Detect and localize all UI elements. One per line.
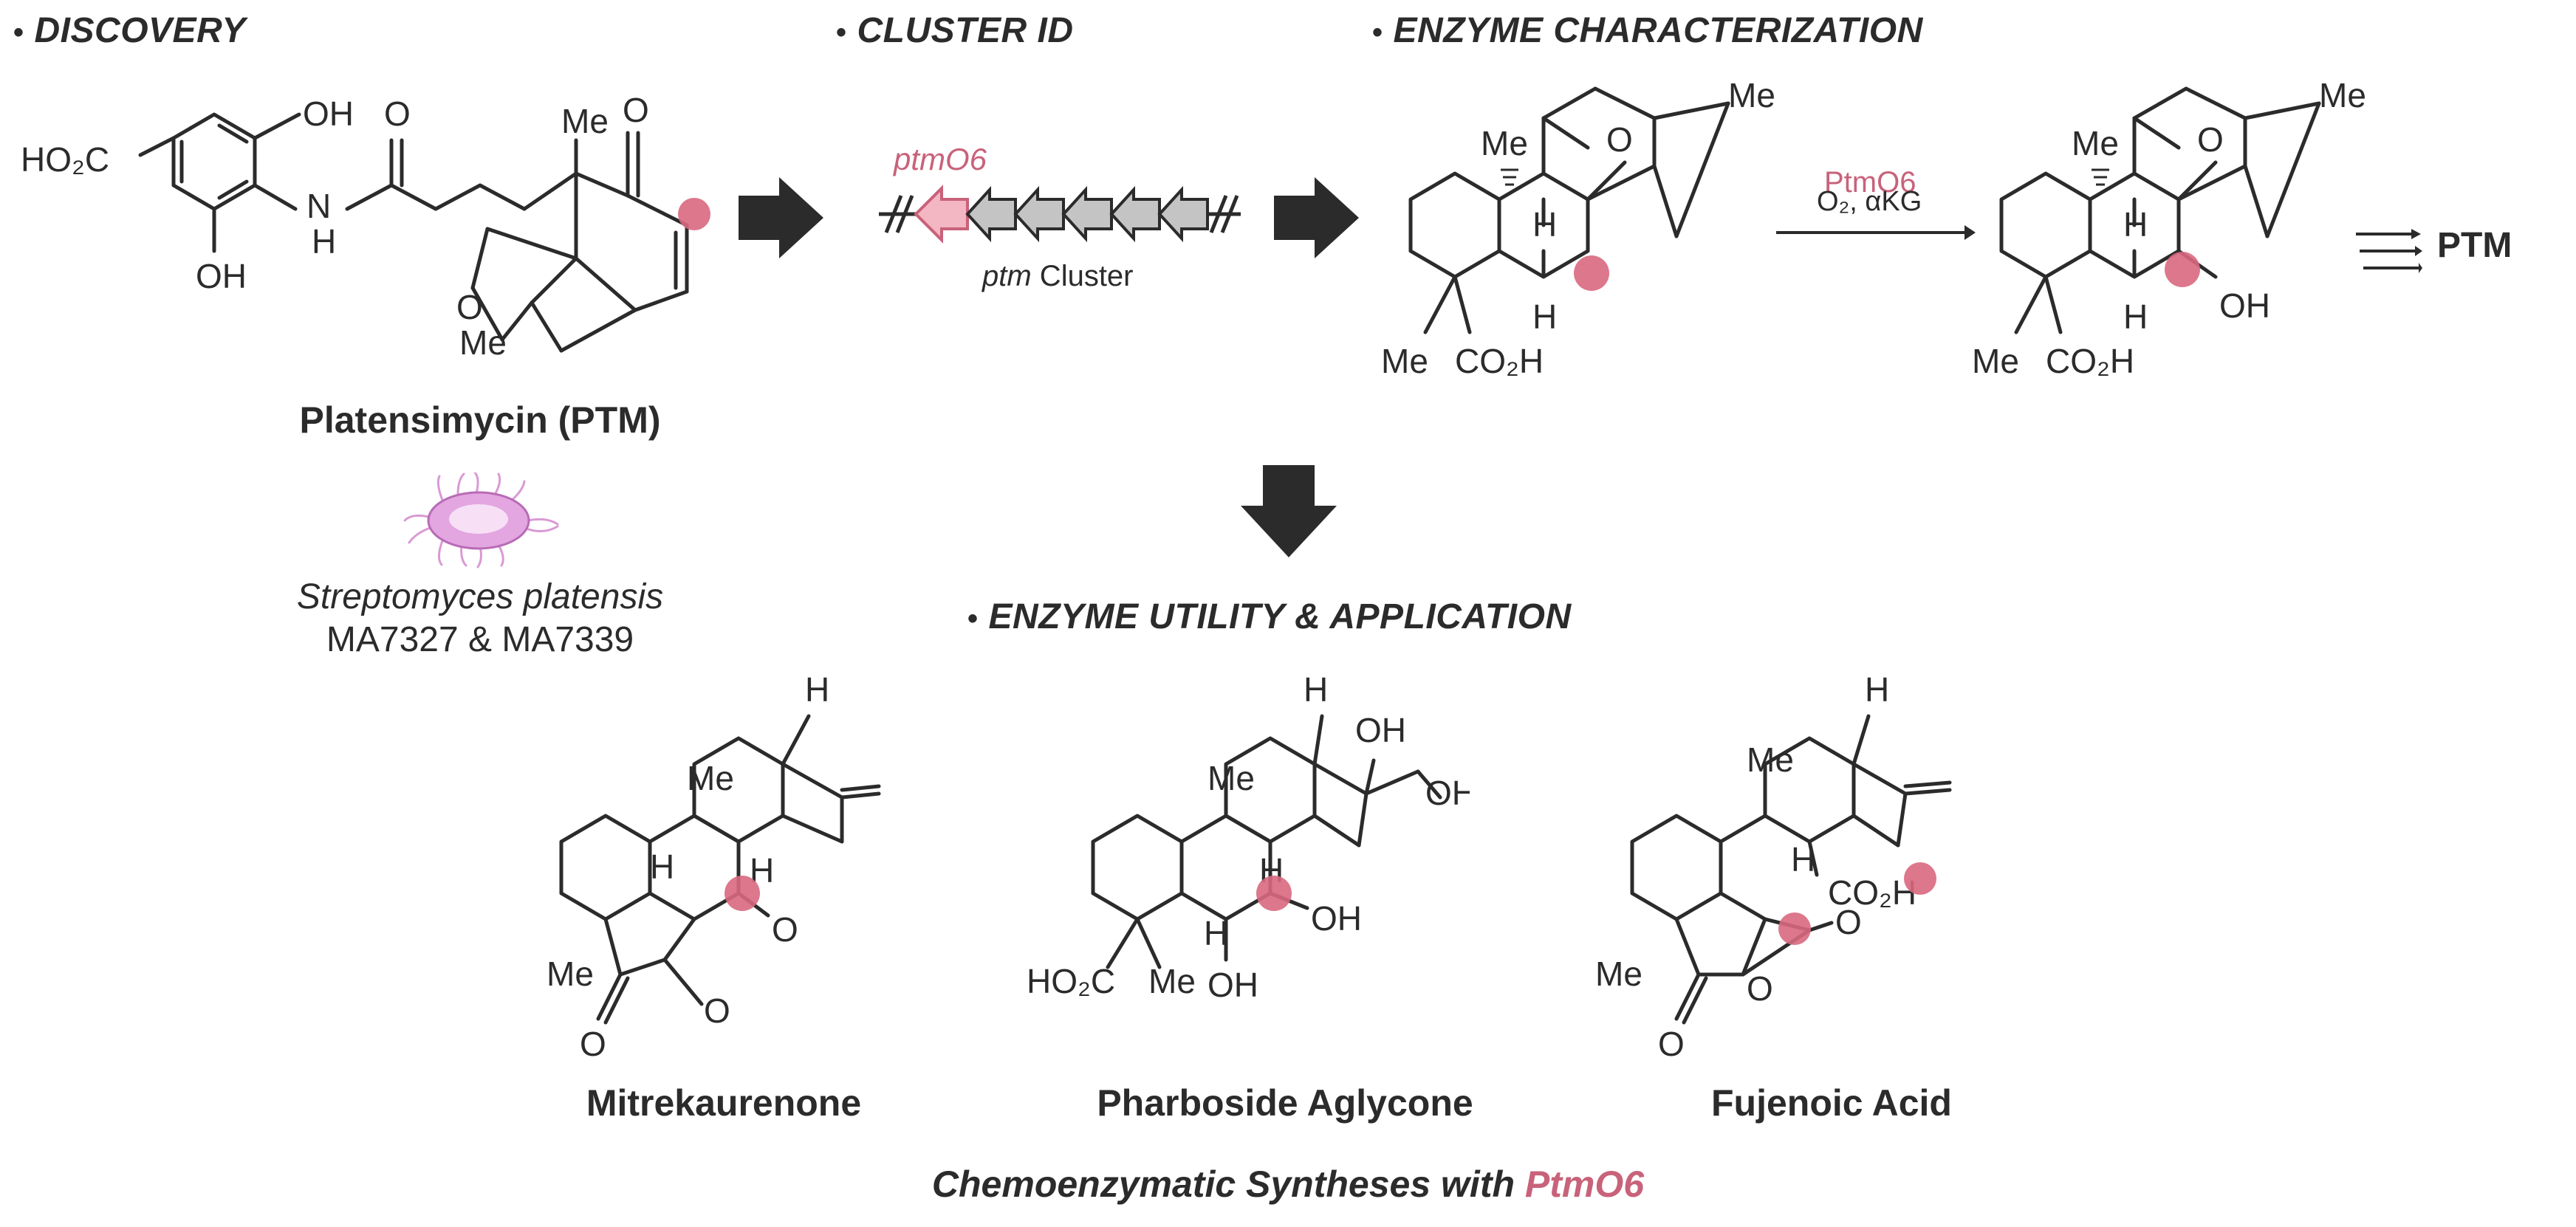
atom-oh-bottom: OH [196,257,247,295]
atom-ho2c: HO₂C [1027,962,1115,1000]
highlight-dot [1778,912,1811,945]
atom-me-bottom: Me [547,955,594,993]
atom-me-bottom: Me [459,323,507,362]
atom-o-ether: O [1606,120,1633,159]
atom-o-ketone: O [772,910,798,949]
reaction-conditions: O₂, αKG [1817,186,1922,217]
atom-oh-side: OH [1425,774,1470,812]
atom-me-bridge: Me [2319,76,2366,114]
gene-arrow [965,185,1017,243]
atom-o-ring: O [1747,969,1773,1008]
atom-me-bottom: Me [1381,342,1428,380]
fujenoic-acid-structure: H Me H CO₂H O Me O O [1595,670,1952,1063]
substrate-structure: Me Me O H H Me CO₂H [1381,76,1775,380]
section-heading-discovery: •DISCOVERY [13,11,246,50]
atom-me-bridge: Me [1728,76,1775,114]
product-structure: Me Me O H H OH Me CO₂H [1972,76,2366,380]
atom-oh-top: OH [1355,711,1406,749]
pharboside-aglycone-structure: H OH OH Me H OH H HO₂C Me OH [1027,670,1470,1004]
gene-cluster-diagram [879,185,1241,244]
reaction-arrow-icon [1776,225,1976,240]
organism-name: Streptomyces platensis [296,577,664,616]
atom-o-ketone: O [623,91,649,129]
atom-n: N [306,187,331,225]
atom-h-left: H [650,848,674,886]
gene-arrow [1109,185,1161,243]
atom-h-bottom: H [1532,298,1557,336]
multistep-arrows-icon [2356,229,2422,273]
bacterium-icon [403,472,559,568]
atom-co2h: CO₂H [1455,342,1544,380]
gene-arrow [1013,185,1065,243]
compound-name-platensimycin: Platensimycin (PTM) [299,399,661,441]
atom-o-amide: O [384,94,411,133]
atom-h-top: H [2123,205,2148,244]
highlight-dot [1574,255,1609,291]
atom-h: H [312,222,336,261]
bullet-icon: • [967,602,979,635]
atom-me-bottom: Me [1595,955,1642,993]
organism-label: Streptomyces platensis MA7327 & MA7339 [236,576,724,661]
highlight-dot [724,876,760,911]
highlight-dot [1904,862,1936,895]
atom-o-carbonyl: O [1658,1025,1685,1063]
atom-o-ether: O [456,288,483,326]
block-arrow-down-icon [1241,465,1337,557]
compound-name-pharboside-aglycone: Pharboside Aglycone [1097,1082,1473,1124]
gene-arrow [1061,185,1113,243]
bullet-icon: • [836,16,847,49]
atom-o-carbonyl: O [580,1025,606,1063]
atom-oh: OH [2219,286,2270,325]
atom-h-top: H [1304,670,1328,709]
compound-name-mitrekaurenone: Mitrekaurenone [586,1082,862,1124]
section-heading-enzyme-utility: •ENZYME UTILITY & APPLICATION [967,597,1572,636]
cluster-label: ptm Cluster [982,260,1134,292]
platensimycin-structure: OH HO₂C OH N H O Me O O Me [21,91,710,362]
gene-arrow-ptmo6 [914,185,969,244]
highlight-dot [1256,876,1292,911]
atom-h-top: H [1865,670,1889,709]
bullet-icon: • [1372,16,1383,49]
mitrekaurenone-structure: H Me H H O Me O O [547,670,881,1063]
atom-me: Me [687,759,734,797]
highlight-dot [678,198,710,230]
atom-me: Me [1208,759,1255,797]
product-ptm-label: PTM [2437,226,2512,265]
section-heading-enzyme-characterization: •ENZYME CHARACTERIZATION [1372,11,1923,50]
block-arrow-right-icon [739,177,823,258]
atom-me-ring: Me [2072,124,2119,162]
compound-name-fujenoic-acid: Fujenoic Acid [1711,1082,1952,1124]
block-arrow-right-icon [1274,177,1359,258]
figure-caption: Chemoenzymatic Syntheses with PtmO6 [931,1164,1645,1205]
section-heading-cluster-id: •CLUSTER ID [836,11,1074,50]
atom-me-top: Me [561,102,609,140]
atom-o-ring: O [704,991,730,1030]
atom-o-top: O [1835,903,1862,941]
atom-o-ether: O [2197,120,2224,159]
atom-co2h: CO₂H [1828,873,1916,912]
atom-h-bottom: H [2123,298,2148,336]
atom-me-bottom: Me [1972,342,2019,380]
atom-h-top: H [805,670,829,709]
atom-me-ring: Me [1481,124,1528,162]
atom-me: Me [1747,740,1794,779]
gene-label-ptmo6: ptmO6 [894,142,987,176]
bullet-icon: • [13,16,24,49]
atom-me-bottom: Me [1148,962,1196,1000]
atom-oh-mid: OH [1311,899,1362,938]
atom-h-low: H [1204,914,1228,952]
enzyme-label-ptmo6: PtmO6 [1824,166,1916,199]
atom-oh-bottom: OH [1208,966,1258,1004]
atom-oh-top: OH [303,94,354,133]
atom-h-mid: H [1791,840,1815,879]
atom-ho2c: HO₂C [21,140,109,179]
highlight-dot [2165,252,2200,287]
atom-co2h: CO₂H [2046,342,2134,380]
gene-arrow [1157,185,1209,243]
atom-h-top: H [1532,205,1557,244]
organism-strains: MA7327 & MA7339 [326,620,634,659]
